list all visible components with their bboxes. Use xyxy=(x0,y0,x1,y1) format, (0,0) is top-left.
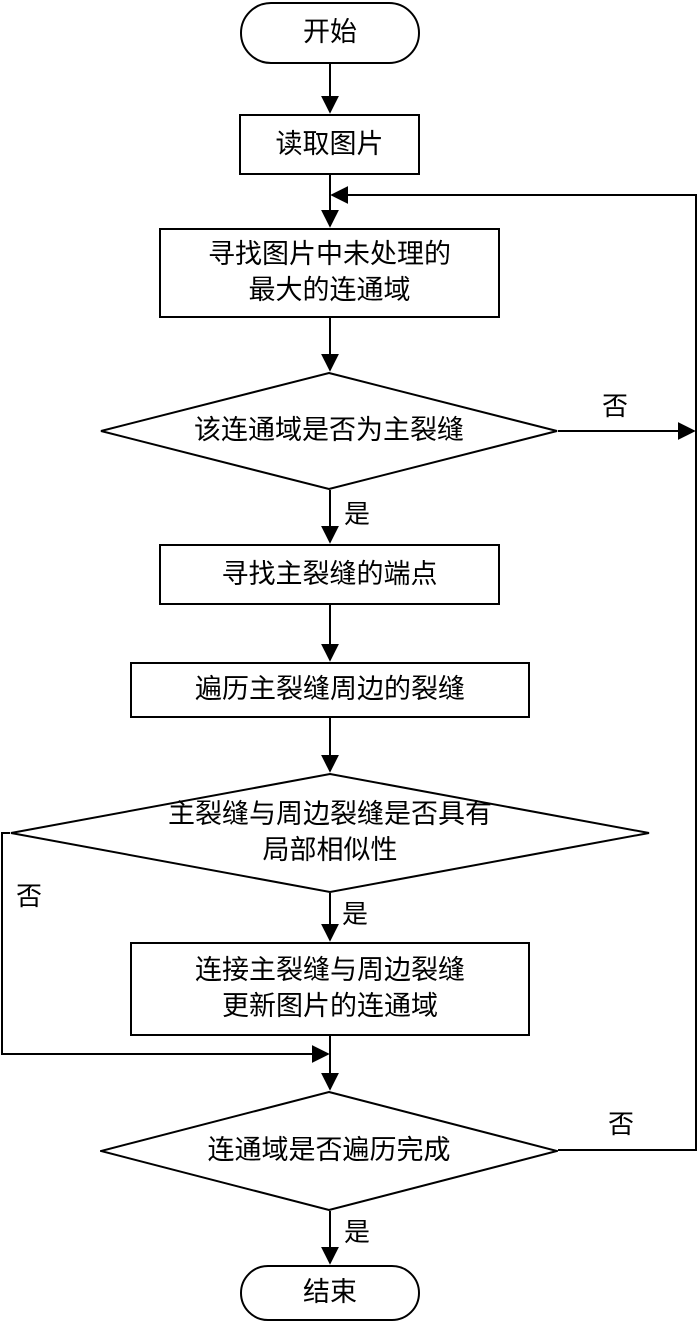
end-node: 结束 xyxy=(240,1265,420,1321)
connect-update-node: 连接主裂缝与周边裂缝 更新图片的连通域 xyxy=(130,942,530,1036)
traverse-around-node: 遍历主裂缝周边的裂缝 xyxy=(130,662,530,718)
similarity-yes-label: 是 xyxy=(342,900,369,930)
decision-diamond-shape xyxy=(100,372,558,490)
decision-diamond-shape xyxy=(10,773,650,893)
read-image-node: 读取图片 xyxy=(239,114,420,175)
done-yes-label: 是 xyxy=(344,1218,371,1248)
find-endpoints-label: 寻找主裂缝的端点 xyxy=(221,558,438,590)
local-similarity-decision: 主裂缝与周边裂缝是否具有 局部相似性 xyxy=(10,773,650,893)
main-crack-no-label: 否 xyxy=(602,392,629,422)
find-largest-label: 寻找图片中未处理的 最大的连通域 xyxy=(208,239,451,306)
similarity-no-label: 否 xyxy=(16,882,43,912)
find-largest-node: 寻找图片中未处理的 最大的连通域 xyxy=(159,228,500,318)
traverse-done-label: 连通域是否遍历完成 xyxy=(207,1135,451,1166)
done-no-label: 否 xyxy=(608,1110,635,1140)
traverse-done-decision: 连通域是否遍历完成 xyxy=(100,1091,558,1211)
find-endpoints-node: 寻找主裂缝的端点 xyxy=(159,544,500,605)
connect-update-label: 连接主裂缝与周边裂缝 更新图片的连通域 xyxy=(195,955,465,1022)
edge-decision3-no xyxy=(330,186,697,1151)
is-main-crack-decision: 该连通域是否为主裂缝 xyxy=(100,372,558,490)
edge-decision2-no xyxy=(1,832,330,1063)
end-label: 结束 xyxy=(303,1277,357,1308)
local-similarity-label: 主裂缝与周边裂缝是否具有 局部相似性 xyxy=(168,799,492,866)
traverse-around-label: 遍历主裂缝周边的裂缝 xyxy=(195,674,465,705)
is-main-crack-label: 该连通域是否为主裂缝 xyxy=(194,415,464,446)
start-label: 开始 xyxy=(303,17,357,48)
main-crack-yes-label: 是 xyxy=(344,500,371,530)
read-image-label: 读取图片 xyxy=(275,128,384,160)
decision-diamond-shape xyxy=(100,1091,558,1211)
start-node: 开始 xyxy=(240,2,420,64)
